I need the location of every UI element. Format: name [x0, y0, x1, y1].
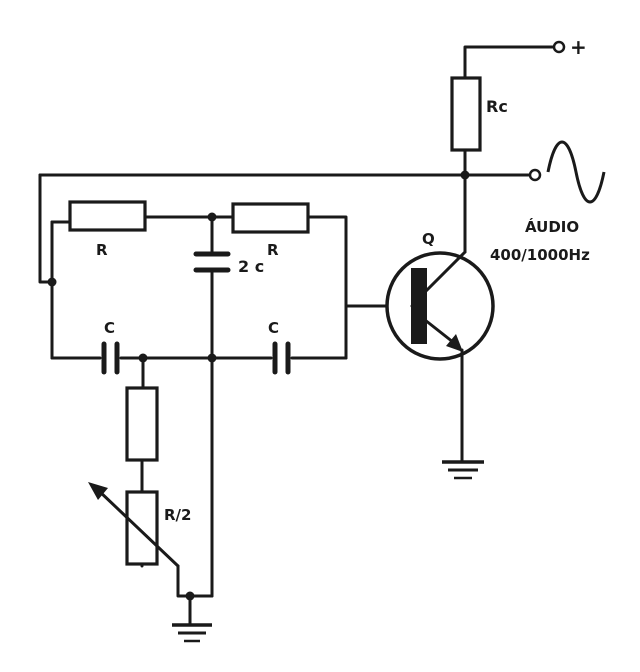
capacitor-left-label: C — [104, 319, 115, 337]
output-frequency-label: 400/1000Hz — [490, 246, 590, 264]
supply-label: + — [570, 35, 587, 59]
collector-node — [460, 170, 470, 180]
transistor-label: Q — [422, 230, 435, 248]
series-resistor — [125, 386, 159, 462]
potentiometer-label: R/2 — [164, 506, 191, 524]
output-title-label: ÁUDIO — [525, 217, 579, 236]
collector-resistor — [450, 76, 482, 152]
potentiometer — [125, 490, 159, 566]
resistor-left-label: R — [96, 241, 108, 259]
wiper-arrow-icon — [88, 482, 108, 500]
emitter-arrow-icon — [446, 334, 463, 352]
emitter-ground-icon — [442, 460, 484, 480]
bottom-ground-icon — [172, 623, 212, 643]
resistor-left — [68, 200, 147, 232]
resistor-right-label: R — [267, 241, 279, 259]
feedback-left-wire — [38, 173, 54, 284]
wire — [306, 215, 348, 360]
pot-ground-wire — [176, 564, 214, 598]
supply-terminal[interactable] — [552, 40, 566, 54]
supply-line — [463, 40, 566, 80]
lower-center-node — [207, 353, 217, 363]
capacitor-2c-label: 2 c — [238, 257, 264, 276]
collector-resistor-label: Rc — [486, 97, 508, 116]
resistor-right — [231, 202, 310, 234]
transistor — [385, 250, 495, 361]
potentiometer-wiper[interactable] — [96, 488, 180, 568]
capacitor-right-label: C — [268, 319, 279, 337]
sine-wave-icon — [546, 140, 606, 204]
output-terminal[interactable] — [528, 168, 542, 182]
